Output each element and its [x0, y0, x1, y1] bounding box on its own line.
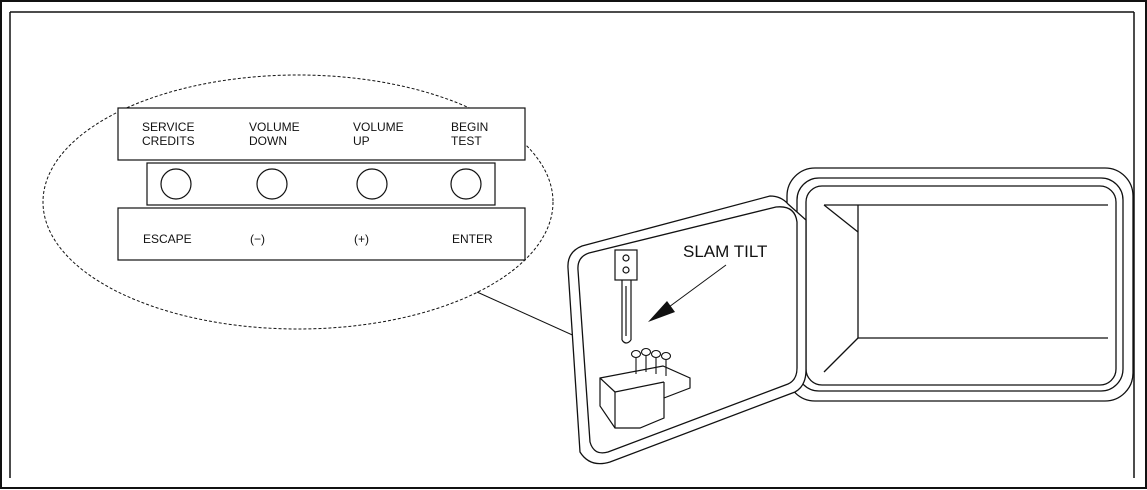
upper-label-strip	[117, 107, 526, 161]
magnifier-ellipse	[42, 74, 554, 330]
label-volume-up-2: UP	[353, 134, 370, 148]
switch-bracket	[599, 365, 691, 429]
label-test: TEST	[451, 134, 482, 148]
label-volume-up-1: VOLUME	[353, 120, 404, 134]
service-credits-button[interactable]	[160, 168, 192, 200]
coin-door	[567, 195, 807, 465]
label-begin: BEGIN	[451, 120, 488, 134]
label-minus: (−)	[250, 232, 265, 246]
button-bar	[146, 162, 496, 206]
label-credits: CREDITS	[142, 134, 195, 148]
volume-up-button[interactable]	[356, 168, 388, 200]
switch-buttons	[630, 347, 672, 376]
label-volume-down-1: VOLUME	[249, 120, 300, 134]
label-escape: ESCAPE	[143, 232, 192, 246]
slam-tilt-switch	[614, 249, 638, 344]
slam-tilt-arrowhead	[648, 301, 675, 322]
label-plus: (+)	[354, 232, 369, 246]
begin-test-button[interactable]	[450, 168, 482, 200]
label-enter: ENTER	[452, 232, 493, 246]
slam-tilt-label: SLAM TILT	[683, 242, 767, 261]
label-volume-down-2: DOWN	[249, 134, 287, 148]
volume-down-button[interactable]	[256, 168, 288, 200]
lower-label-strip	[117, 207, 526, 261]
cabinet-opening	[786, 167, 1134, 402]
label-service: SERVICE	[142, 120, 194, 134]
